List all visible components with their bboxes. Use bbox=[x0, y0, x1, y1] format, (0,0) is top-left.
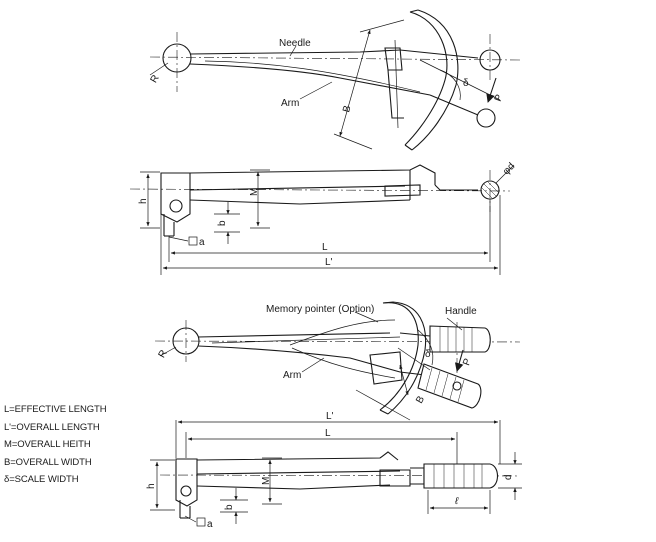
d-label-4: d bbox=[503, 474, 514, 480]
needle-label-1: Needle bbox=[279, 38, 311, 49]
arm-label-3: Arm bbox=[283, 370, 301, 381]
h-label-4: h bbox=[146, 483, 157, 489]
a-label-2: a bbox=[199, 237, 205, 248]
view-2-side-plain bbox=[129, 164, 515, 275]
legend-overall-width: B=OVERALL WIDTH bbox=[4, 456, 92, 468]
m-label-2: M bbox=[249, 188, 260, 196]
delta-label-3: δ bbox=[425, 349, 431, 360]
handle-label: Handle bbox=[445, 306, 477, 317]
view-1-top-plain bbox=[149, 9, 521, 151]
r-label-3: R bbox=[157, 348, 170, 360]
legend-effective-length: L=EFFECTIVE LENGTH bbox=[4, 404, 107, 415]
phi-d-label-2: φd bbox=[501, 161, 517, 177]
a-label-4: a bbox=[207, 519, 213, 530]
view-4-side-handle bbox=[150, 420, 522, 527]
legend-overall-length: L'=OVERALL LENGTH bbox=[4, 421, 100, 433]
b-label-3: B bbox=[414, 394, 427, 406]
b-small-label-2: b bbox=[217, 220, 228, 226]
b-label-1: B bbox=[341, 104, 353, 114]
legend-overall-height: M=OVERALL HEITH bbox=[4, 439, 91, 450]
h-label-2: h bbox=[138, 198, 149, 204]
delta-label-1: δ bbox=[463, 78, 469, 89]
p-label-3: P bbox=[461, 357, 474, 367]
ell-label-4: ℓ bbox=[454, 496, 459, 507]
memory-pointer-label: Memory pointer (Option) bbox=[266, 304, 374, 315]
l-label-2: L bbox=[322, 242, 328, 253]
legend: L=EFFECTIVE LENGTH L'=OVERALL LENGTH M=O… bbox=[4, 401, 154, 489]
b-small-label-4: b bbox=[224, 504, 235, 510]
r-label-1: R bbox=[149, 73, 162, 85]
p-label-1: P bbox=[493, 93, 506, 103]
m-label-4: M bbox=[261, 477, 272, 485]
arm-label-1: Arm bbox=[281, 98, 299, 109]
l-prime-label-4: L' bbox=[326, 411, 334, 422]
l-label-4: L bbox=[325, 428, 331, 439]
l-prime-label-2: L' bbox=[325, 257, 333, 268]
legend-scale-width: δ=SCALE WIDTH bbox=[4, 474, 79, 485]
view-3-top-handle bbox=[154, 301, 521, 421]
